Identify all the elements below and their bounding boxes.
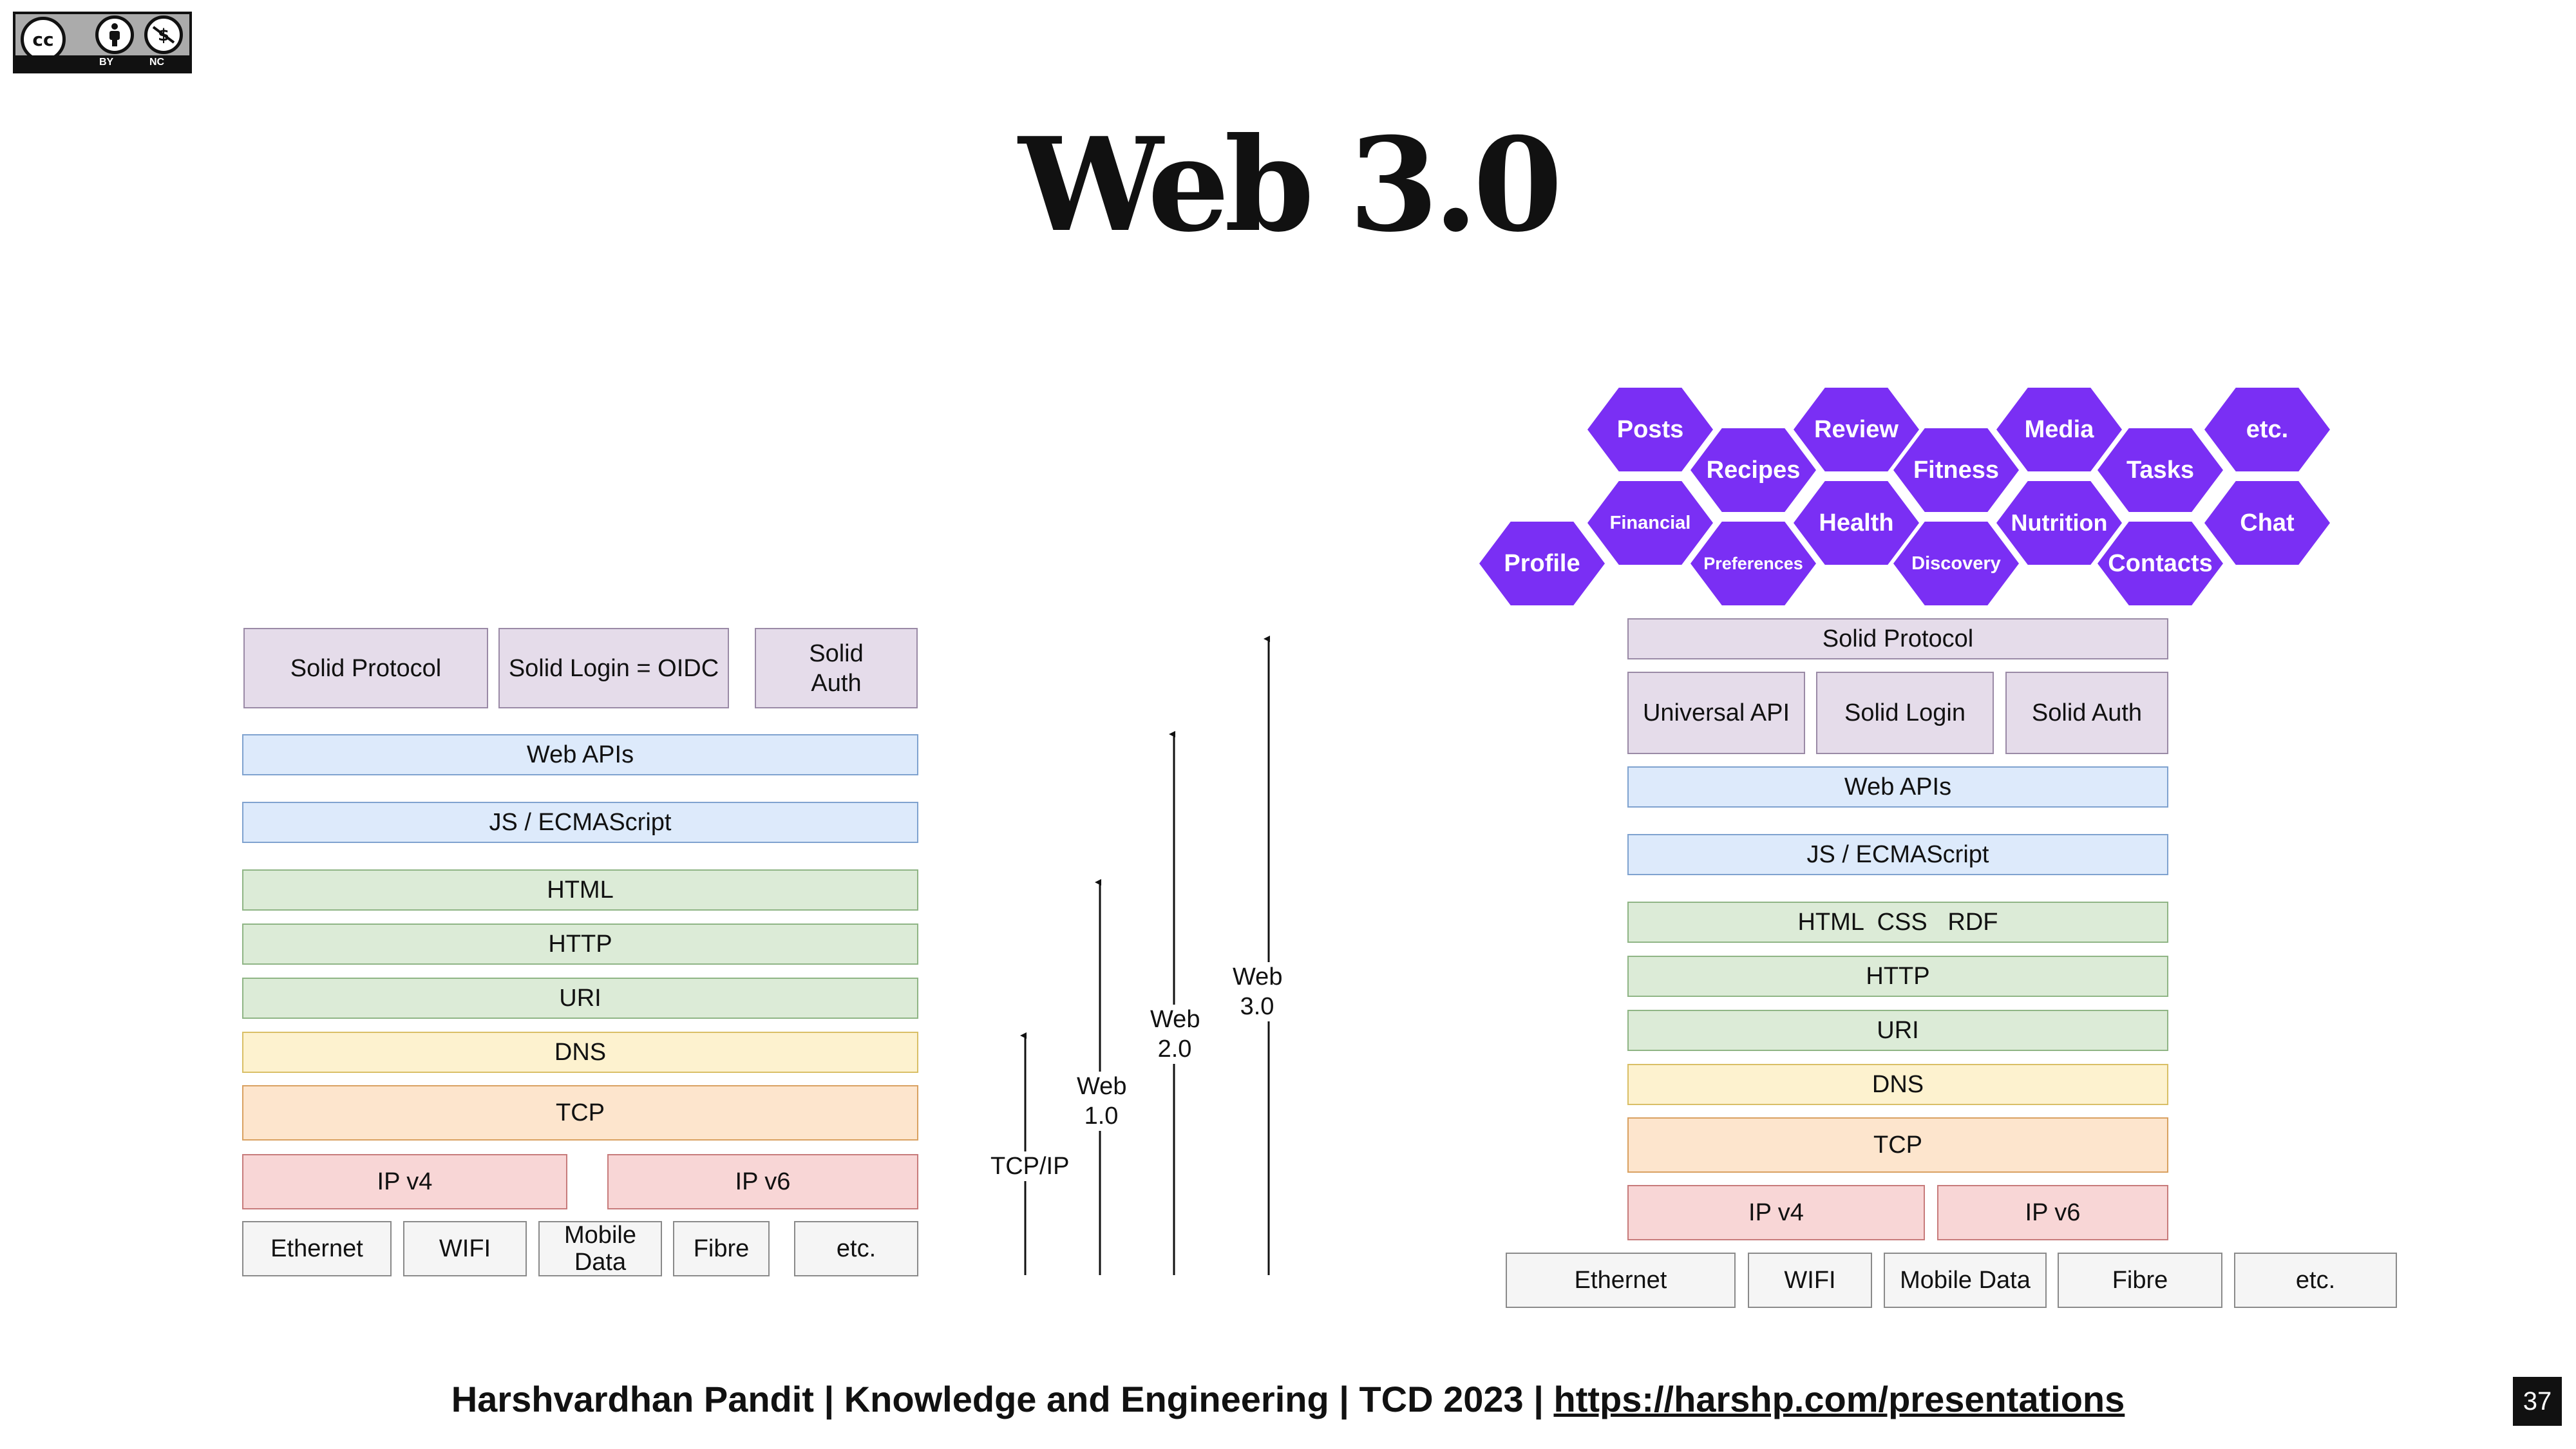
- hex-health: Health: [1794, 481, 1919, 565]
- right-fibre-layer: Fibre: [2058, 1253, 2222, 1308]
- universal-api-layer: Universal API: [1627, 672, 1805, 754]
- cc-by-nc-license-badge: cc $ BY NC: [13, 12, 192, 73]
- tcp-layer: TCP: [242, 1085, 918, 1141]
- ethernet-layer: Ethernet: [242, 1221, 392, 1276]
- html-layer: HTML: [242, 869, 918, 911]
- mobile-data-line2: Data: [574, 1249, 627, 1276]
- solid-auth-line2: Auth: [811, 669, 862, 697]
- web-apis-layer: Web APIs: [242, 734, 918, 775]
- license-strip: BY NC: [15, 55, 189, 71]
- web2-label-line2: 2.0: [1157, 1036, 1192, 1063]
- web1-label-line1: Web: [1077, 1073, 1127, 1100]
- hex-preferences: Preferences: [1690, 522, 1816, 605]
- web3-label-line1: Web: [1233, 963, 1283, 990]
- right-ipv4-layer: IP v4: [1627, 1185, 1925, 1240]
- web3-label-line2: 3.0: [1240, 993, 1274, 1020]
- right-solid-auth-layer: Solid Auth: [2005, 672, 2168, 754]
- wifi-layer: WIFI: [403, 1221, 527, 1276]
- web3-label: Web 3.0: [1230, 962, 1284, 1021]
- hex-nutrition: Nutrition: [1996, 481, 2122, 565]
- right-http-layer: HTTP: [1627, 956, 2168, 997]
- hex-discovery: Discovery: [1893, 522, 2019, 605]
- slide-title: Web 3.0: [1018, 109, 1563, 261]
- http-layer: HTTP: [242, 923, 918, 965]
- web1-label-line2: 1.0: [1084, 1103, 1119, 1130]
- hex-tasks: Tasks: [2098, 428, 2223, 512]
- hex-contacts: Contacts: [2098, 522, 2223, 605]
- dns-layer: DNS: [242, 1032, 918, 1073]
- mobile-data-line1: Mobile: [564, 1222, 636, 1249]
- right-dns-layer: DNS: [1627, 1064, 2168, 1105]
- presentations-link[interactable]: https://harshp.com/presentations: [1553, 1379, 2125, 1419]
- web1-label: Web 1.0: [1074, 1072, 1128, 1131]
- js-ecmascript-layer: JS / ECMAScript: [242, 802, 918, 843]
- noncommercial-icon: $: [144, 15, 183, 54]
- footer-text: Harshvardhan Pandit | Knowledge and Engi…: [451, 1379, 1554, 1419]
- web-evolution-arrows: [1020, 636, 1270, 1275]
- right-mobile-data-layer: Mobile Data: [1884, 1253, 2047, 1308]
- right-solid-protocol-layer: Solid Protocol: [1627, 618, 2168, 659]
- hex-etc: etc.: [2204, 388, 2330, 471]
- web2-label: Web 2.0: [1148, 1005, 1202, 1064]
- right-wifi-layer: WIFI: [1748, 1253, 1872, 1308]
- right-uri-layer: URI: [1627, 1010, 2168, 1051]
- ipv4-layer: IP v4: [242, 1154, 567, 1209]
- license-nc-label: NC: [149, 57, 165, 68]
- right-js-ecmascript-layer: JS / ECMAScript: [1627, 834, 2168, 875]
- page-number: 37: [2513, 1377, 2562, 1426]
- right-ethernet-layer: Ethernet: [1506, 1253, 1736, 1308]
- right-ipv6-layer: IP v6: [1937, 1185, 2168, 1240]
- right-solid-login-layer: Solid Login: [1816, 672, 1994, 754]
- hex-media: Media: [1996, 388, 2122, 471]
- uri-layer: URI: [242, 978, 918, 1019]
- solid-login-layer: Solid Login = OIDC: [498, 628, 729, 708]
- ipv6-layer: IP v6: [607, 1154, 918, 1209]
- cc-icon: cc: [21, 17, 66, 62]
- right-tcp-layer: TCP: [1627, 1117, 2168, 1173]
- solid-protocol-layer: Solid Protocol: [243, 628, 488, 708]
- hex-fitness: Fitness: [1893, 428, 2019, 512]
- tcpip-label: TCP/IP: [988, 1151, 1072, 1181]
- license-by-label: BY: [99, 57, 114, 68]
- attribution-icon: [95, 15, 134, 54]
- mobile-data-layer: Mobile Data: [538, 1221, 662, 1276]
- hex-chat: Chat: [2204, 481, 2330, 565]
- slide-footer: Harshvardhan Pandit | Knowledge and Engi…: [0, 1378, 2576, 1420]
- hex-profile: Profile: [1479, 522, 1605, 605]
- right-etc-layer: etc.: [2234, 1253, 2397, 1308]
- fibre-layer: Fibre: [673, 1221, 770, 1276]
- hex-recipes: Recipes: [1690, 428, 1816, 512]
- solid-auth-layer: Solid Auth: [755, 628, 918, 708]
- html-css-rdf-layer: HTML CSS RDF: [1627, 902, 2168, 943]
- hex-posts: Posts: [1587, 388, 1713, 471]
- right-web-apis-layer: Web APIs: [1627, 766, 2168, 808]
- hex-financial: Financial: [1587, 481, 1713, 565]
- etc-layer: etc.: [794, 1221, 918, 1276]
- web2-label-line1: Web: [1150, 1006, 1200, 1033]
- solid-auth-line1: Solid: [809, 639, 864, 667]
- hex-review: Review: [1794, 388, 1919, 471]
